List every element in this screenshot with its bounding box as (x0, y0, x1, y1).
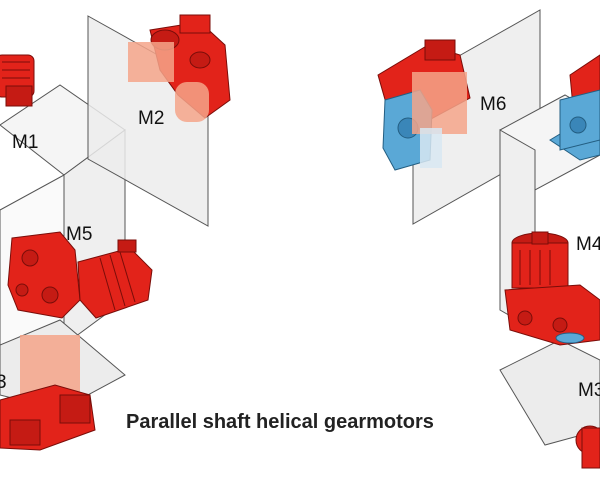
label-m3-right: M3 (578, 380, 600, 401)
diagram-caption: Parallel shaft helical gearmotors (126, 411, 434, 433)
gearmotor-m3-right-icon (575, 425, 600, 469)
gearmotor-m4-icon (504, 231, 600, 346)
label-m4: M4 (576, 234, 600, 255)
left-assembly (0, 14, 231, 451)
gearmotor-m4-top-icon (549, 54, 600, 161)
right-assembly (377, 9, 600, 469)
gearmotor-m1-icon (0, 54, 35, 107)
label-m2: M2 (138, 108, 164, 129)
label-m6: M6 (480, 94, 506, 115)
plane-m3-right (499, 339, 600, 446)
gearmotor-m2-icon (128, 14, 231, 122)
label-m1: M1 (12, 132, 38, 153)
gearmotor-m5-icon (7, 231, 153, 319)
label-m5: M5 (66, 224, 92, 245)
gearmotor-m6-icon (377, 39, 471, 171)
gearmotor-m3-icon (0, 335, 96, 451)
label-m3-left: 3 (0, 372, 7, 393)
